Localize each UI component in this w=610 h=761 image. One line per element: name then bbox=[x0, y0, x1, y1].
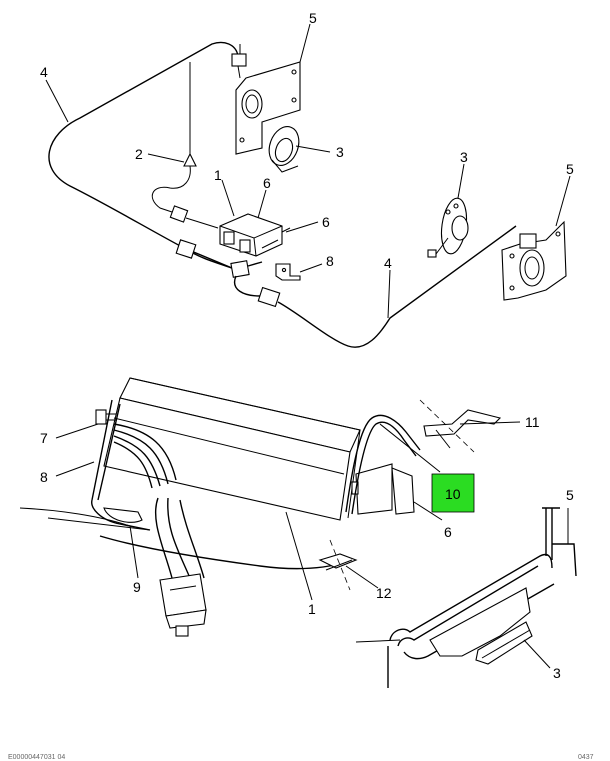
callout-4-right: 4 bbox=[384, 255, 392, 271]
speaker-bracket-lower bbox=[501, 220, 567, 301]
callout-3-top: 3 bbox=[336, 144, 344, 160]
callout-7: 7 bbox=[40, 430, 48, 446]
mounting-strap bbox=[91, 399, 151, 531]
inline-connector-b bbox=[230, 260, 250, 278]
cable-tie bbox=[318, 553, 358, 571]
callout-5-right: 5 bbox=[566, 161, 574, 177]
callout-6-top-a: 6 bbox=[263, 175, 271, 191]
callout-3-bottom: 3 bbox=[553, 665, 561, 681]
callout-5-bottom: 5 bbox=[566, 487, 574, 503]
harness-connector bbox=[159, 573, 207, 637]
callout-8-bottom: 8 bbox=[40, 469, 48, 485]
footer-right-code: 0437 bbox=[578, 754, 594, 761]
callout-5-top: 5 bbox=[309, 10, 317, 26]
bolt bbox=[95, 409, 116, 425]
top-assembly bbox=[48, 41, 567, 348]
speaker-upper bbox=[268, 126, 300, 173]
callout-10: 10 bbox=[445, 486, 461, 502]
panel-assembly-right bbox=[355, 507, 577, 688]
antenna-tip bbox=[183, 152, 197, 167]
callout-6-bottom: 6 bbox=[444, 524, 452, 540]
antenna-plug bbox=[351, 463, 415, 515]
callout-1-top: 1 bbox=[214, 167, 222, 183]
coax-connector bbox=[169, 205, 189, 223]
cable-bracket bbox=[423, 409, 502, 449]
callout-11: 11 bbox=[525, 414, 540, 430]
bottom-leaders bbox=[55, 421, 569, 669]
speaker-bracket-upper bbox=[231, 53, 301, 155]
callout-10-highlight bbox=[431, 473, 475, 513]
callout-9: 9 bbox=[133, 579, 141, 595]
footer-left-code: E00000447031 04 bbox=[8, 754, 65, 761]
clip bbox=[103, 507, 143, 523]
callout-12: 12 bbox=[376, 585, 392, 601]
callout-2: 2 bbox=[135, 146, 143, 162]
callout-6-top-b: 6 bbox=[322, 214, 330, 230]
harness-cable-upper bbox=[48, 41, 239, 269]
bottom-assembly bbox=[19, 377, 577, 688]
radio-unit-main bbox=[103, 377, 361, 521]
top-leaders bbox=[45, 23, 571, 319]
inline-connector-c bbox=[257, 286, 281, 308]
radio-unit bbox=[219, 213, 291, 257]
inline-connector-a bbox=[175, 239, 197, 259]
callout-8-top: 8 bbox=[326, 253, 334, 269]
callout-3-right: 3 bbox=[460, 149, 468, 165]
mounting-bracket-small bbox=[275, 263, 301, 281]
speaker-lower bbox=[427, 197, 469, 258]
callout-1-bottom: 1 bbox=[308, 601, 316, 617]
callout-4-top: 4 bbox=[40, 64, 48, 80]
